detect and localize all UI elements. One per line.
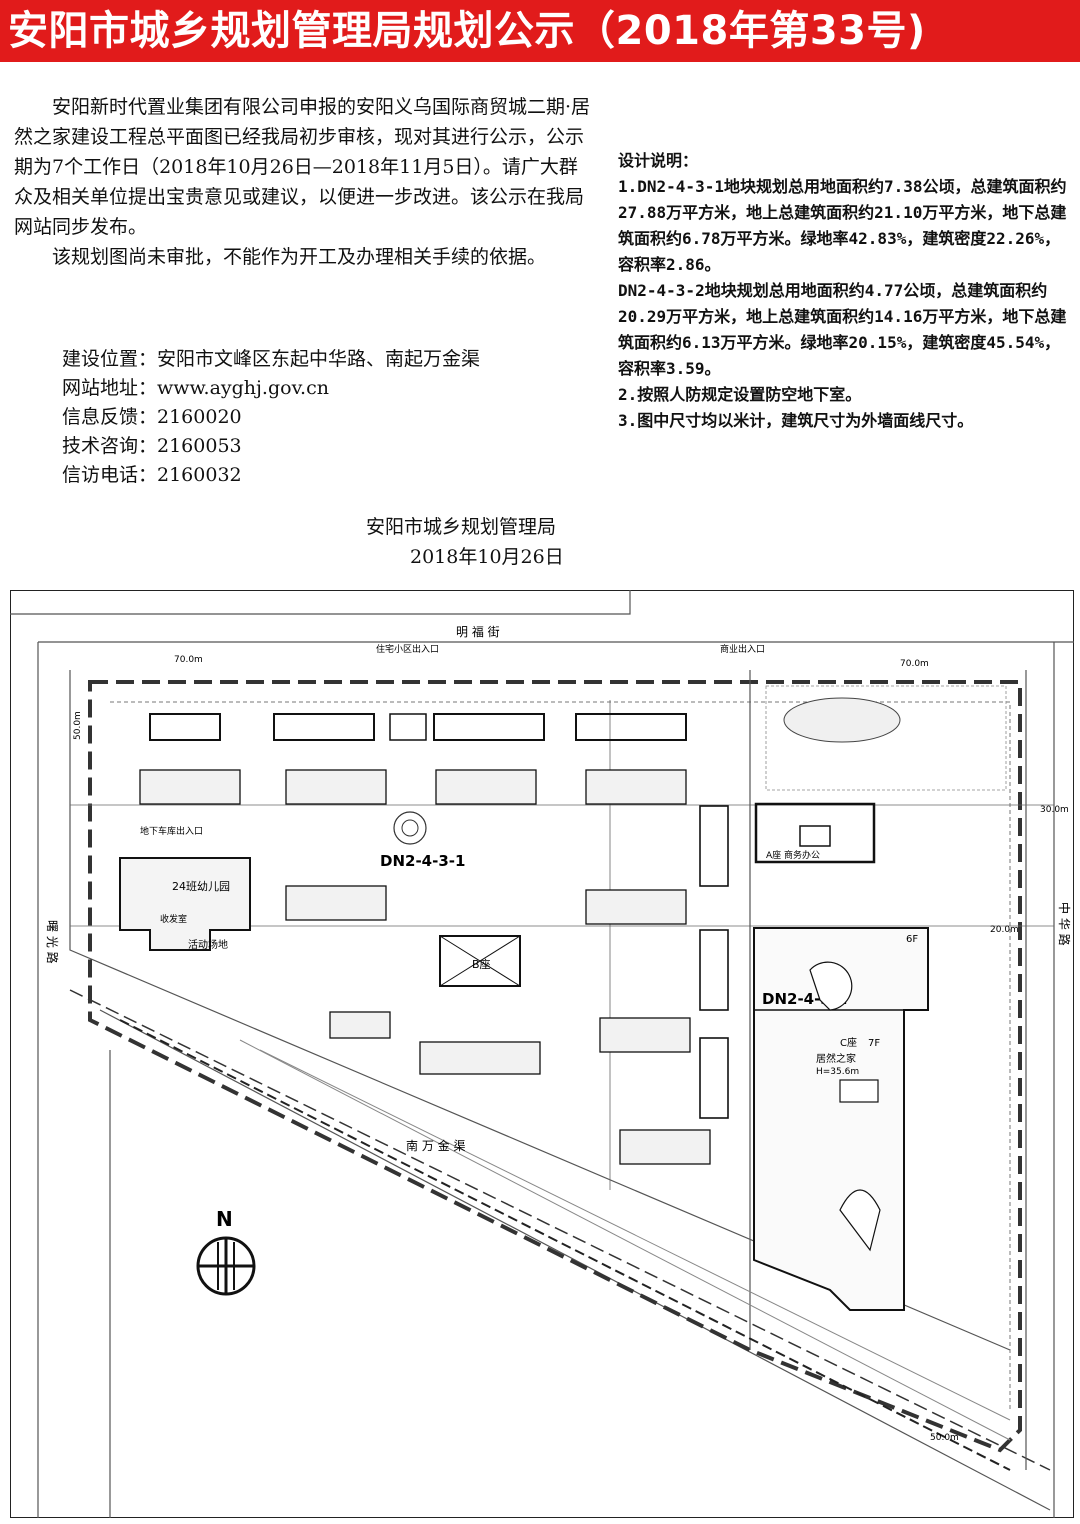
dim-50-west: 50.0m xyxy=(73,711,83,740)
site-plan-drawing: B座 24班幼儿园 活动场地 A座 商务办公 DN2-4-3-2 6F C座 7… xyxy=(10,590,1074,1518)
kindergarten-building xyxy=(119,857,251,951)
canal-edge-2 xyxy=(69,989,1051,1471)
design-item-1a: 1.DN2-4-3-1地块规划总用地面积约7.38公顷，总建筑面积约27.88万… xyxy=(618,177,1067,274)
commercial-block-2 xyxy=(273,713,375,741)
dim-20-label: 20.0m xyxy=(990,925,1019,935)
design-item-3: 3.图中尺寸均以米计，建筑尺寸为外墙面线尺寸。 xyxy=(618,411,974,430)
notice-text: 安阳新时代置业集团有限公司申报的安阳义乌国际商贸城二期·居然之家建设工程总平面图… xyxy=(14,92,596,272)
commercial-block-3 xyxy=(433,713,545,741)
lot1-label: DN2-4-3-1 xyxy=(380,852,465,870)
tower-row-3 xyxy=(329,1011,711,1165)
garage-entry-label: 地下车库出入口 xyxy=(140,825,203,837)
b-block-label: B座 xyxy=(472,957,491,971)
north-label: N xyxy=(216,1207,233,1231)
road-south-label: 南 万 金 渠 xyxy=(406,1138,465,1153)
feedback-line: 信息反馈：2160020 xyxy=(62,406,242,428)
contact-info: 建设位置：安阳市文峰区东起中华路、南起万金渠 网站地址：www.ayghj.go… xyxy=(62,345,480,490)
f-block-3 xyxy=(699,1037,729,1119)
guard-house xyxy=(389,713,427,741)
svg-text:曙 光 路: 曙 光 路 xyxy=(45,920,60,964)
title-banner: 安阳市城乡规划管理局规划公示（2018年第33号) xyxy=(0,0,1080,62)
commercial-block-4 xyxy=(575,713,687,741)
res-entry-label: 住宅小区出入口 xyxy=(376,643,439,655)
tower-row-2 xyxy=(285,885,687,925)
svg-text:50.0m: 50.0m xyxy=(73,711,83,740)
west-south-edge xyxy=(69,670,1011,1351)
guard-label: 收发室 xyxy=(160,913,187,925)
jurangzhijia-label: 居然之家 xyxy=(816,1052,856,1065)
six-floors-label: 6F xyxy=(906,934,918,945)
commercial-block-1 xyxy=(149,713,221,741)
com-entry-label: 商业出入口 xyxy=(720,643,765,655)
website-line: 网站地址：www.ayghj.gov.cn xyxy=(62,377,329,399)
dim-30-label: 30.0m xyxy=(1040,805,1069,815)
a-block-label: A座 商务办公 xyxy=(766,849,820,861)
clubhouse-b xyxy=(439,935,521,987)
north-road-edge xyxy=(10,590,631,615)
dim-50-south: 50.0m xyxy=(930,1433,959,1443)
c-height-label: H=35.6m xyxy=(816,1067,859,1077)
road-north-label: 明 福 街 xyxy=(456,624,500,639)
signature-org: 安阳市城乡规划管理局 xyxy=(366,516,557,538)
dim-70-right: 70.0m xyxy=(900,659,929,669)
plaza-ellipse xyxy=(783,697,901,743)
c-block-label: C座 xyxy=(840,1036,857,1049)
petition-line: 信访电话：2160032 xyxy=(62,464,242,486)
tower-row-1 xyxy=(139,769,687,805)
f-block-2 xyxy=(699,929,729,1011)
plan-frame xyxy=(10,590,1074,1518)
central-fountain xyxy=(393,811,427,845)
design-heading: 设计说明： xyxy=(618,151,699,170)
setback-line xyxy=(110,701,1011,1410)
canal-edge-1 xyxy=(99,1009,1051,1511)
page-title: 安阳市城乡规划管理局规划公示（2018年第33号) xyxy=(8,8,926,54)
dim-70-left: 70.0m xyxy=(174,655,203,665)
design-notes: 设计说明： 1.DN2-4-3-1地块规划总用地面积约7.38公顷，总建筑面积约… xyxy=(618,148,1068,434)
design-item-1b: DN2-4-3-2地块规划总用地面积约4.77公顷，总建筑面积约20.29万平方… xyxy=(618,281,1067,378)
activity-label: 活动场地 xyxy=(188,938,228,951)
svg-text:中 华 路: 中 华 路 xyxy=(1057,902,1072,946)
kindergarten-label: 24班幼儿园 xyxy=(172,880,230,893)
seven-floors-label: 7F xyxy=(868,1038,880,1049)
consult-line: 技术咨询：2160053 xyxy=(62,435,242,457)
road-west-label: 曙 光 路 xyxy=(45,920,60,964)
f-block-1 xyxy=(699,805,729,887)
a-block-office xyxy=(754,802,876,864)
design-item-2: 2.按照人防规定设置防空地下室。 xyxy=(618,385,862,404)
site-boundary xyxy=(88,680,1022,1453)
signature-date: 2018年10月26日 xyxy=(410,546,564,568)
notice-paragraph-2: 该规划图尚未审批，不能作为开工及办理相关手续的依据。 xyxy=(52,246,547,268)
road-east-label: 中 华 路 xyxy=(1057,902,1072,946)
notice-paragraph-1: 安阳新时代置业集团有限公司申报的安阳义乌国际商贸城二期·居然之家建设工程总平面图… xyxy=(14,96,591,238)
location-line: 建设位置：安阳市文峰区东起中华路、南起万金渠 xyxy=(62,348,481,370)
